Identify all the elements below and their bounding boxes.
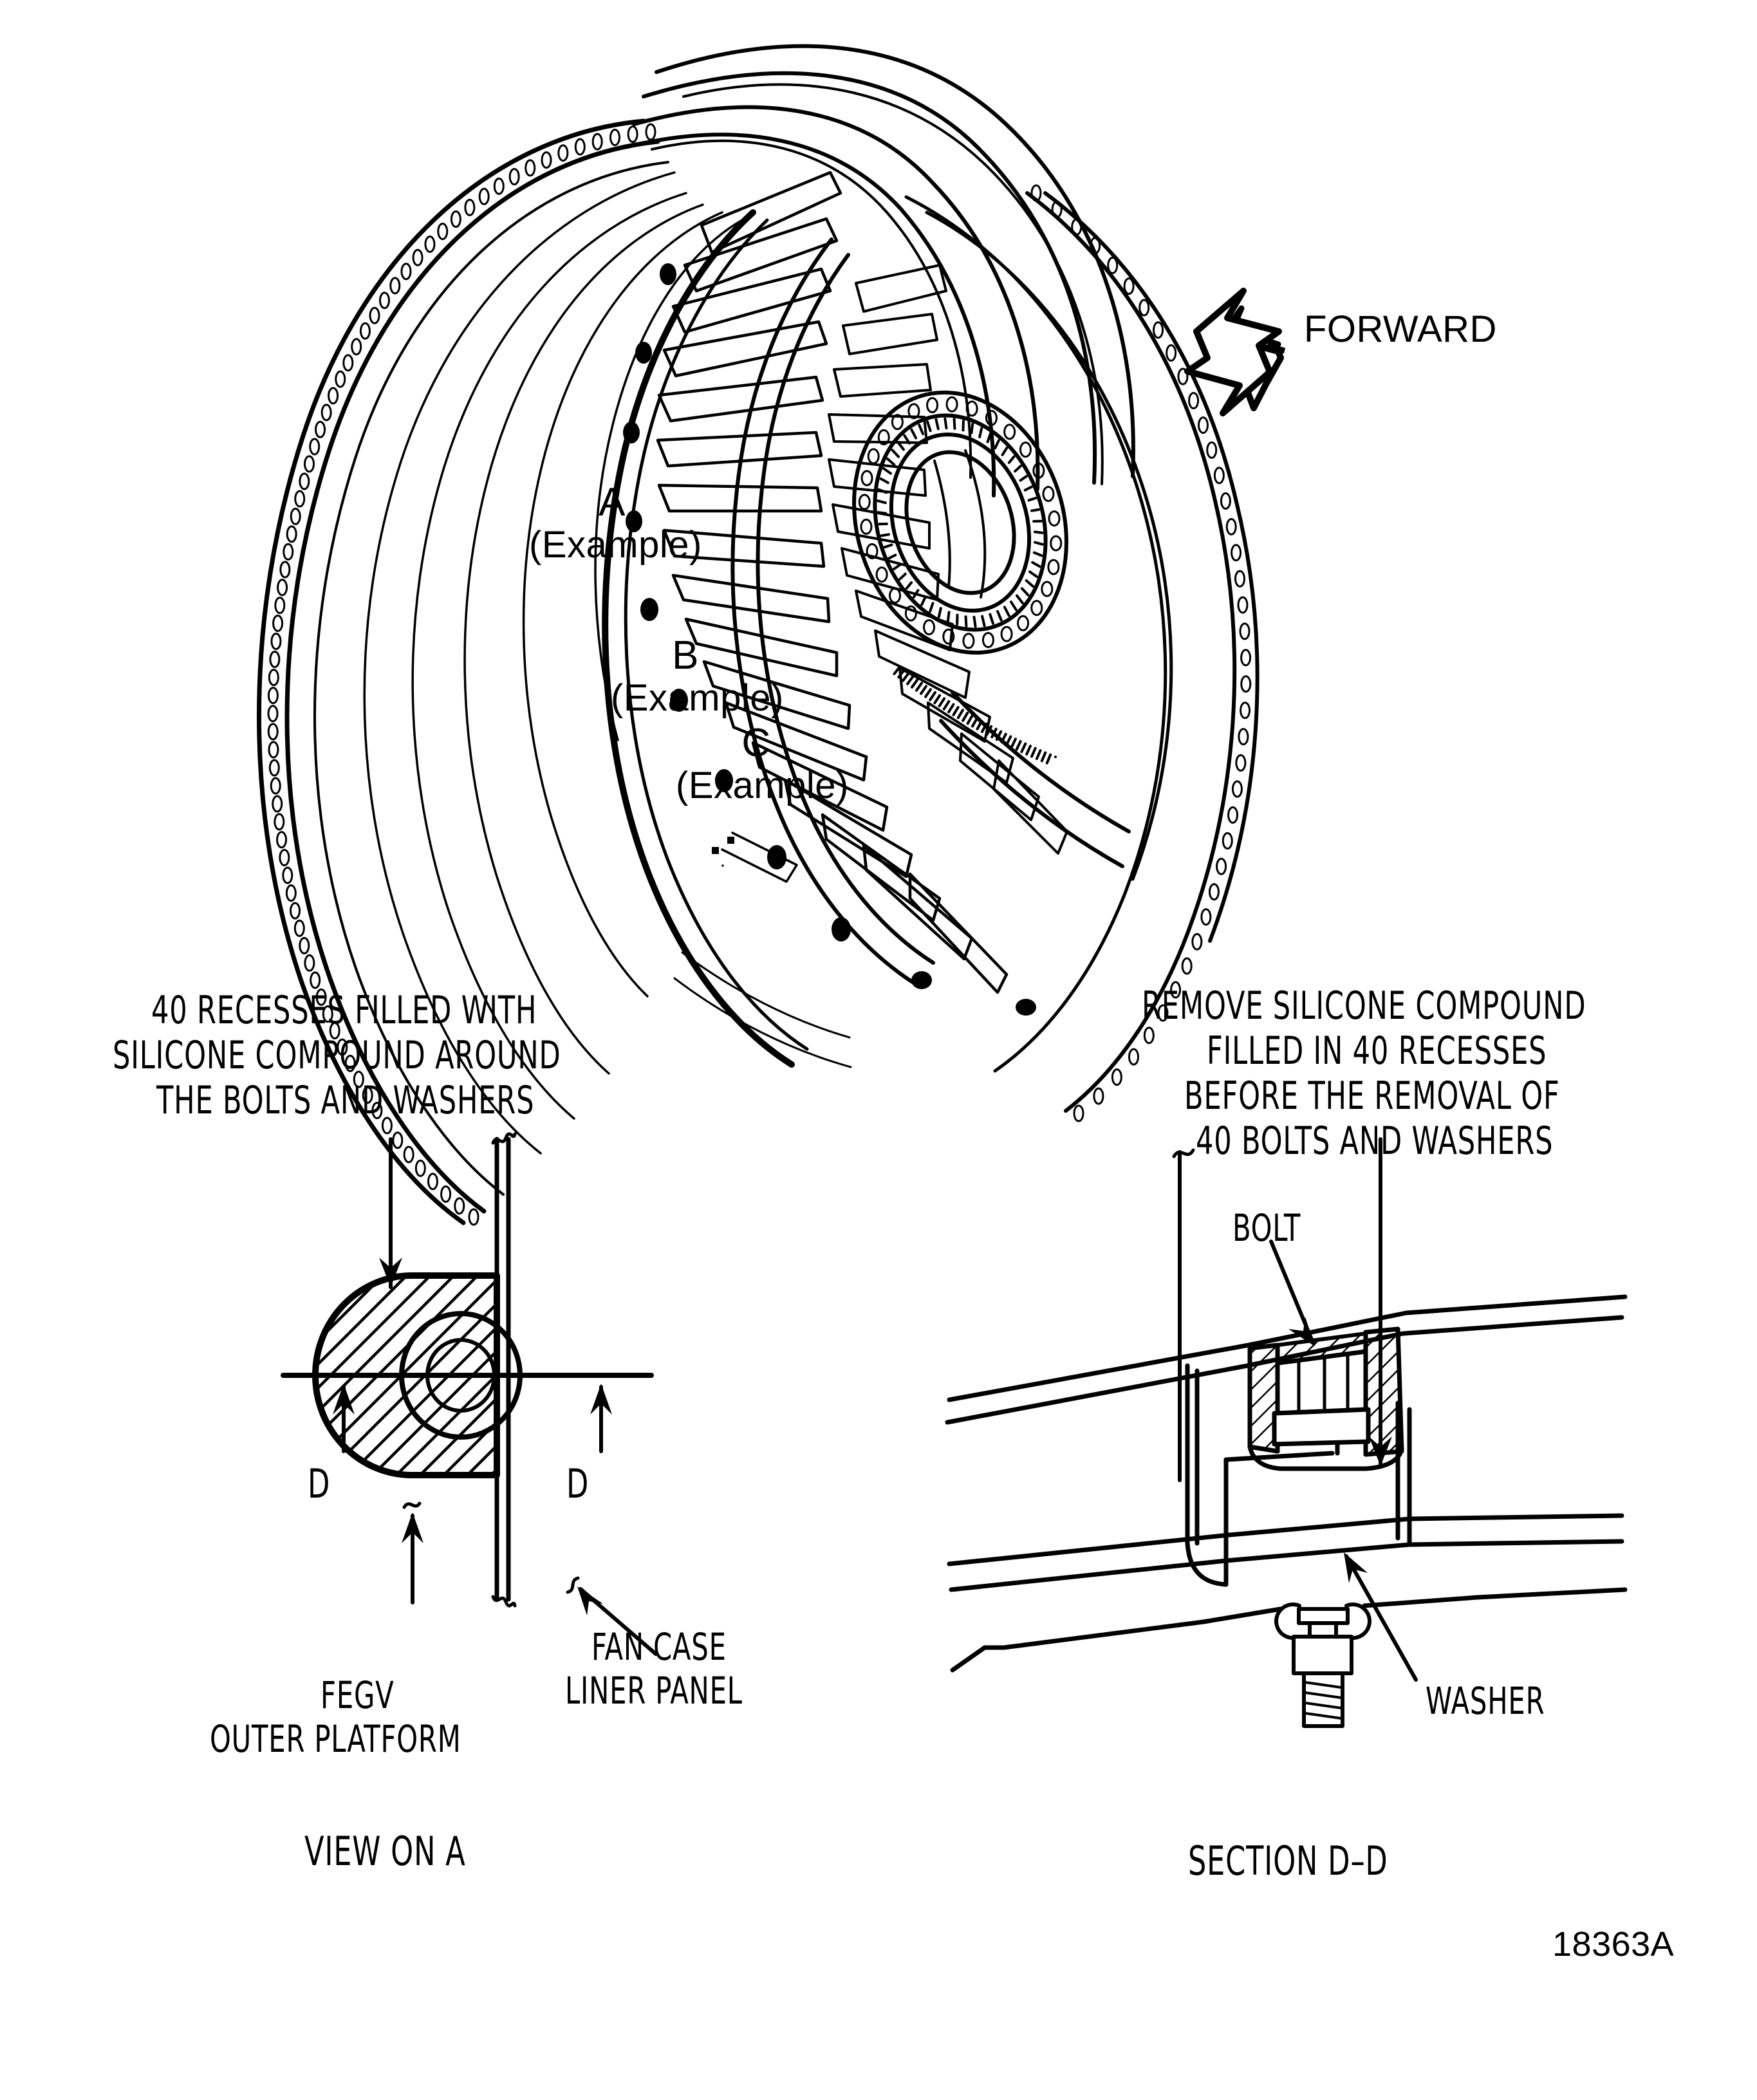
- liner-label-line-1: FAN CASE: [591, 1625, 727, 1669]
- section-dd-title-text: SECTION D–D: [1187, 1837, 1388, 1884]
- hub-bolt-circle: [858, 396, 1063, 649]
- right-note-block: REMOVE SILICONE COMPOUND FILLED IN 40 RE…: [1094, 983, 1744, 1164]
- section-dd-title: SECTION D–D: [1094, 1837, 1532, 1884]
- callout-c-example: (Example): [676, 765, 849, 806]
- leader-note-to-recess: [379, 1137, 402, 1289]
- callout-a-example: (Example): [529, 524, 702, 566]
- leader-washer: [1344, 1552, 1418, 1682]
- callout-b-example: (Example): [611, 677, 784, 719]
- section-arrow-right: [590, 1384, 612, 1453]
- right-note-line-1: REMOVE SILICONE COMPOUND: [1141, 983, 1586, 1028]
- fegv-vanes: [656, 171, 1009, 994]
- washer-label: WASHER: [1426, 1679, 1545, 1723]
- bolt-label: BOLT: [1232, 1206, 1301, 1250]
- right-note-line-3: BEFORE THE REMOVAL OF: [1184, 1073, 1560, 1119]
- fegv-outer-platform-label: FEGV OUTER PLATFORM: [148, 1673, 586, 1761]
- spline-ring: [877, 417, 1044, 628]
- callout-a-letter: A: [599, 480, 626, 525]
- rear-flange-hole-row: [1030, 184, 1252, 1122]
- leader-fegv-platform: [402, 1501, 423, 1604]
- left-note-block: 40 RECESSES FILLED WITH SILICONE COMPOUN…: [71, 988, 714, 1123]
- bolt-shank-lower: [1274, 1603, 1371, 1728]
- view-on-a-detail: [281, 1132, 658, 1656]
- leader-centreline-left: [1172, 1148, 1195, 1482]
- drawing-number: 18363A: [1552, 1925, 1675, 1964]
- view-on-a-title-text: VIEW ON A: [304, 1828, 466, 1875]
- view-on-a-title: VIEW ON A: [206, 1828, 605, 1875]
- flange-bolt-hole-row: [267, 123, 656, 1226]
- forward-label: FORWARD: [1304, 308, 1497, 350]
- callout-c-letter: C: [741, 721, 771, 765]
- fegv-bolt-dots: [623, 263, 1036, 1016]
- forward-arrow-clean: [1184, 288, 1282, 416]
- left-note-line-1: 40 RECESSES FILLED WITH: [151, 988, 537, 1033]
- hub-assembly: [852, 390, 1068, 655]
- bolt-recess-pocket: [1247, 1326, 1404, 1471]
- section-arrow-left: [333, 1384, 355, 1453]
- leader-bolt: [1269, 1240, 1315, 1346]
- right-note-line-2: FILLED IN 40 RECESSES: [1206, 1028, 1547, 1073]
- fegv-label-line-2: OUTER PLATFORM: [209, 1717, 461, 1761]
- fegv-label-line-1: FEGV: [321, 1673, 395, 1717]
- fan-case-liner-panel-label: FAN CASE LINER PANEL: [508, 1625, 843, 1713]
- right-note-line-4: 40 BOLTS AND WASHERS: [1195, 1119, 1554, 1164]
- section-dd-detail: [945, 1137, 1628, 1728]
- section-mark-d-left: D: [308, 1460, 331, 1507]
- liner-label-line-2: LINER PANEL: [564, 1669, 743, 1713]
- fan-assembly-isometric: [257, 44, 1260, 1226]
- callout-b-letter: B: [672, 633, 699, 678]
- left-note-line-3: THE BOLTS AND WASHERS: [156, 1078, 535, 1123]
- leader-liner-panel: [566, 1576, 658, 1656]
- section-mark-d-right: D: [566, 1460, 590, 1507]
- left-note-line-2: SILICONE COMPOUND AROUND: [112, 1033, 561, 1078]
- disc-rim-serration: [893, 665, 1057, 765]
